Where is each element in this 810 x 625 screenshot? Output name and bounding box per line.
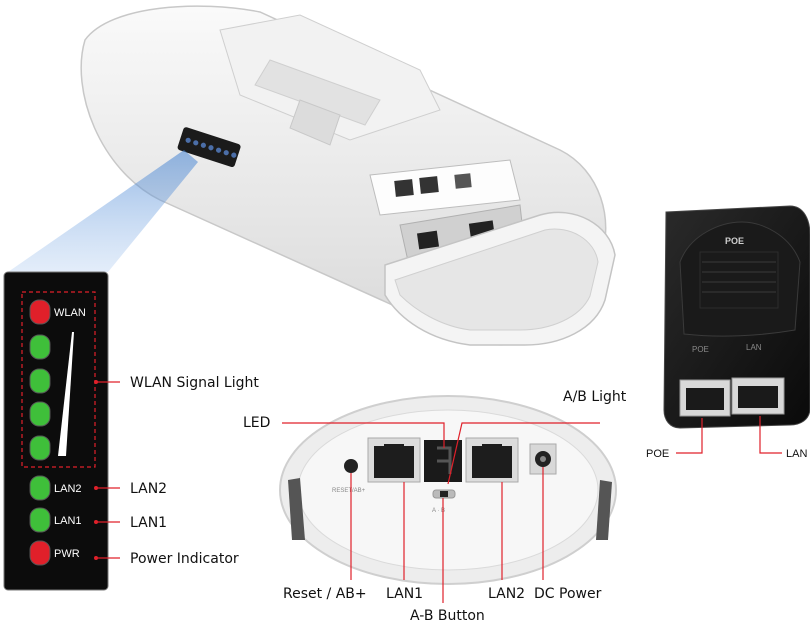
lan1-port: [374, 446, 414, 478]
poe-title: POE: [725, 236, 744, 246]
led-indicator: [29, 475, 51, 501]
cpe-device-illustration: [80, 5, 616, 346]
dc-power-label: DC Power: [534, 586, 602, 602]
led-indicator-label: WLAN: [54, 307, 86, 319]
led-indicator: [29, 401, 51, 427]
lan1-port-label: LAN1: [386, 586, 423, 602]
lan2-port: [472, 446, 512, 478]
led-indicator-label: PWR: [54, 548, 80, 560]
lan-port: [738, 386, 778, 408]
port-callouts: LED A/B Light Reset / AB+ LAN1 A-B Butto…: [243, 389, 627, 624]
wlan-signal-label: WLAN Signal Light: [130, 375, 259, 391]
led-label: LED: [243, 415, 270, 431]
led-indicator-label: LAN1: [54, 515, 82, 527]
signal-strength-wedge: [58, 332, 74, 456]
led-indicator: [29, 435, 51, 461]
zoom-beam: [8, 150, 198, 272]
led-indicator: [29, 368, 51, 394]
lan-label: LAN: [786, 448, 807, 460]
led-callouts: WLAN Signal Light LAN2 LAN1 Power Indica…: [94, 375, 259, 567]
led-indicator: [29, 507, 51, 533]
poe-port: [686, 388, 724, 410]
led-indicator-label: LAN2: [54, 483, 82, 495]
ab-button: [440, 491, 448, 497]
wlan-group-box: [21, 291, 96, 468]
lan2-indicator-label: LAN2: [130, 481, 167, 497]
reset-label: Reset / AB+: [283, 586, 367, 602]
led-indicator: [29, 334, 51, 360]
lan1-indicator-label: LAN1: [130, 515, 167, 531]
poe-label: POE: [646, 448, 669, 460]
lan-port-text: LAN: [746, 343, 762, 352]
poe-port-text: POE: [692, 345, 709, 354]
poe-callouts: POE LAN: [646, 416, 807, 460]
svg-text:A · B: A · B: [432, 508, 445, 514]
lan2-port-label: LAN2: [488, 586, 525, 602]
led-indicator: [29, 299, 51, 325]
led-indicator: [29, 540, 51, 566]
port-view-illustration: RESET/AB+ A · B: [279, 395, 617, 585]
reset-button: [344, 459, 358, 473]
power-indicator-label: Power Indicator: [130, 551, 239, 567]
poe-injector: POE POE LAN: [663, 205, 810, 429]
svg-text:RESET/AB+: RESET/AB+: [332, 488, 366, 494]
ab-light-label: A/B Light: [563, 389, 627, 405]
ab-button-label: A-B Button: [410, 608, 485, 624]
